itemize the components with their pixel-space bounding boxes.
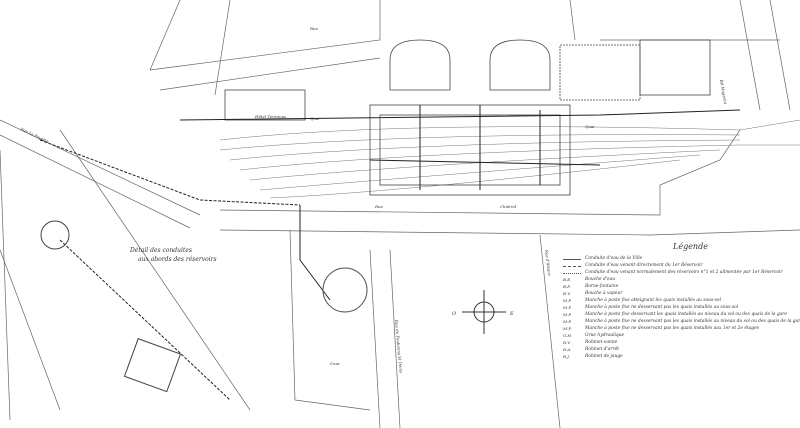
- reservoir-2: [123, 338, 182, 393]
- legend-symbol: G.H.: [563, 333, 573, 338]
- street-lafayette: Rue La Fayette: [19, 126, 50, 144]
- legend-symbol: M.P.: [563, 305, 572, 310]
- street-faubourg: Rue du Faubourg St Denis: [394, 319, 404, 374]
- compass-rose: [462, 290, 506, 334]
- reservoir-3: [322, 267, 368, 313]
- legend-symbol: B.F.: [563, 284, 571, 289]
- legend-item: Conduite d'eau de la Ville: [563, 255, 798, 262]
- legend-line-icon: [563, 265, 581, 267]
- legend-item: B.V. Bouche à vapeur: [563, 290, 798, 297]
- compass-east: E: [509, 311, 514, 317]
- legend-label: Robinet-vanne: [585, 340, 618, 345]
- legend-label: Manche à poste fixe ne desservant pas le…: [585, 326, 759, 331]
- compass-west: O: [452, 311, 456, 317]
- legend-label: Bouche à vapeur: [585, 291, 623, 296]
- legend-symbol: B.E.: [563, 277, 572, 282]
- legend-label: Robinet d'arrêt: [585, 347, 619, 352]
- street-alsace: Rue d'Alsace: [544, 249, 552, 277]
- legend-item: M.P. Manche à poste fixe ne desservant pa…: [563, 318, 800, 325]
- street-cour: Cour: [330, 361, 341, 366]
- legend-line-icon: [563, 272, 581, 274]
- reservoir-1: [40, 220, 70, 250]
- legend-symbol: [563, 270, 585, 275]
- legend-item: M.P. Manche à poste fixe ne desservant pa…: [563, 325, 798, 332]
- legend-item: M.P. Manche à poste fixe ne desservant pa…: [563, 304, 798, 311]
- legend-label: Grue hydraulique: [585, 333, 625, 338]
- detail-title: Détail des conduites aux abords des rése…: [130, 246, 217, 264]
- legend-symbol: B.V.: [563, 291, 571, 296]
- legend-label: Robinet de jauge: [585, 354, 623, 359]
- detail-title-line: Détail des conduites: [130, 247, 192, 254]
- legend-label: Bouche d'eau: [585, 277, 616, 282]
- legend-label: Conduite d'eau venant directement du 1er…: [585, 263, 703, 268]
- legend-symbol: R.V.: [563, 340, 571, 345]
- legend-label: Manche à poste fixe desservant les quais…: [585, 312, 787, 317]
- legend-item: R.J. Robinet de jauge: [563, 353, 798, 360]
- legend-item: R.V. Robinet-vanne: [563, 339, 798, 346]
- street-rue-top: Rue: [309, 26, 319, 31]
- station-buildings: [224, 39, 711, 196]
- legend-label: Borne-fontaine: [585, 284, 619, 289]
- legend-symbol: M.P.: [563, 319, 572, 324]
- legend-item: G.H. Grue hydraulique: [563, 332, 798, 339]
- water-conduits: [39, 105, 741, 401]
- legend-item: B.E. Bouche d'eau: [563, 276, 798, 283]
- street-magenta: Bd Magenta: [719, 78, 729, 105]
- legend-symbol: M.P.: [563, 326, 572, 331]
- legend-item: M.P. Manche à poste fixe atteignant les q…: [563, 297, 798, 304]
- legend-item: Conduite d'eau venant directement du 1er…: [563, 262, 798, 269]
- street-quai-left: Quai: [310, 116, 320, 121]
- legend-symbol: [563, 263, 585, 268]
- legend-symbol: [563, 256, 585, 261]
- legend-symbol: R.J.: [563, 354, 570, 359]
- legend-symbol: R.A.: [563, 347, 572, 352]
- legend-item: M.P. Manche à poste fixe desservant les q…: [563, 311, 798, 318]
- legend-item: R.A. Robinet d'arrêt: [563, 346, 798, 353]
- street-chabrol: Chabrol: [500, 204, 517, 209]
- legend-symbol: M.P.: [563, 312, 572, 317]
- legend-label: Conduite d'eau venant normalement des ré…: [585, 270, 783, 275]
- legend-title: Légende: [673, 242, 708, 251]
- legend-label: Manche à poste fixe ne desservant pas le…: [585, 305, 739, 310]
- detail-title-line: aux abords des réservoirs: [138, 256, 217, 263]
- hotel-label: Hôtel Terminus: [254, 114, 286, 119]
- legend-symbol: M.P.: [563, 298, 572, 303]
- street-rue-bottom: Rue: [374, 204, 384, 209]
- legend-item: B.F. Borne-fontaine: [563, 283, 798, 290]
- street-quai-right: Quai: [585, 124, 595, 129]
- legend-item: Conduite d'eau venant normalement des ré…: [563, 269, 798, 276]
- legend-line-icon: [563, 258, 581, 260]
- legend-label: Conduite d'eau de la Ville: [585, 256, 643, 261]
- railway-tracks: [219, 119, 800, 199]
- legend-label: Manche à poste fixe ne desservant pas le…: [585, 319, 800, 324]
- legend-label: Manche à poste fixe atteignant les quais…: [585, 298, 721, 303]
